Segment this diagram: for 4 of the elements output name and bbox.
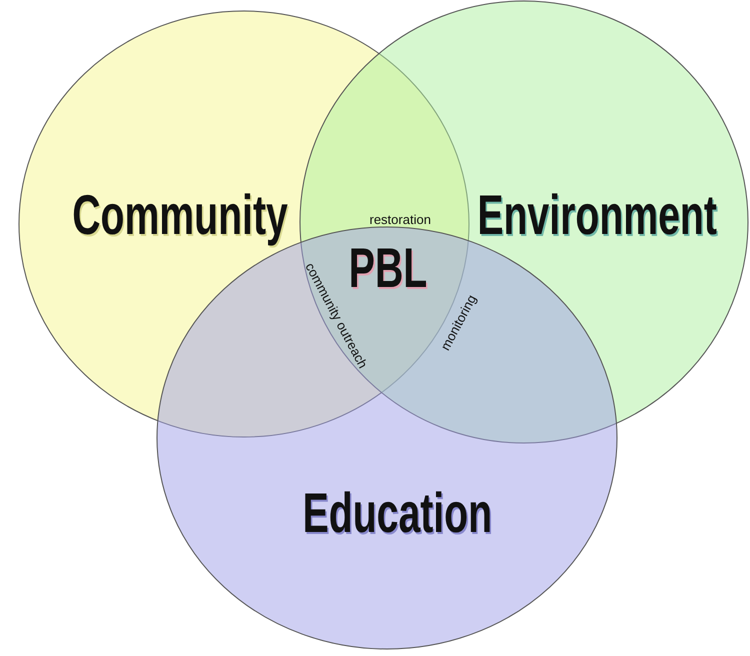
overlap-label: restoration: [370, 212, 431, 226]
circle-label: Education: [302, 485, 492, 541]
center-label: PBL: [348, 240, 428, 296]
circle-label: Environment: [477, 187, 717, 243]
